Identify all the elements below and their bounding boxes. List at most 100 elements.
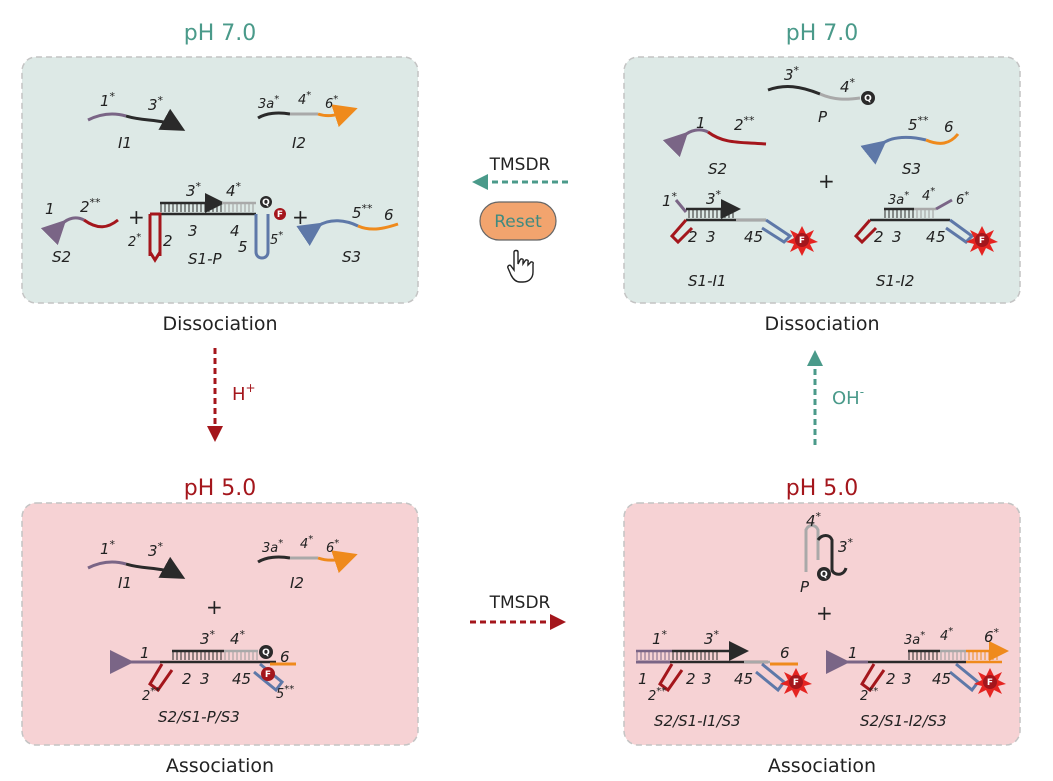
s3-name: S3 bbox=[342, 248, 361, 266]
cp-domain-2: 2 bbox=[182, 670, 192, 688]
s1p-domain-4: 4 bbox=[230, 222, 240, 240]
panel-bottom-left-state: Association bbox=[166, 755, 274, 777]
svg-text:F: F bbox=[799, 236, 805, 246]
s1p-domain-3: 3 bbox=[188, 222, 198, 240]
cp-domain-5ss: 5** bbox=[276, 684, 294, 702]
s3-domain-5: 5** bbox=[352, 202, 373, 222]
s1p-domain-5star: 5* bbox=[270, 230, 283, 248]
ci2-domain-6: 6* bbox=[984, 626, 1000, 646]
s1i1-domain-3star: 3* bbox=[706, 188, 722, 208]
complex-i1-name: S2/S1-I1/S3 bbox=[654, 712, 741, 730]
panel-top-left-ph: pH 7.0 bbox=[184, 21, 257, 46]
quencher-icon bbox=[260, 196, 272, 208]
strand-i2-bottom: 3a* 4* 6* I2 bbox=[257, 534, 358, 592]
i1b-domain-1: 1* bbox=[100, 538, 116, 558]
i1b-name: I1 bbox=[118, 574, 132, 592]
s1i1-domain-45: 45 bbox=[744, 228, 763, 246]
svg-text:F: F bbox=[793, 678, 799, 688]
strand-s3-top: 5** 6 S3 bbox=[296, 202, 399, 266]
svg-text:F: F bbox=[277, 210, 283, 220]
tmsdr-top-label: TMSDR bbox=[489, 155, 551, 175]
svg-text:Q: Q bbox=[820, 570, 828, 580]
strand-p-hairpin: Q 4* 3* P bbox=[800, 510, 854, 596]
complex-s2-s1i2-s3: F 1 3a* 4* 6* 2 3 45 2** S2/S1-I2/S3 bbox=[826, 626, 1009, 730]
panel-bottom-left-ph: pH 5.0 bbox=[184, 476, 257, 501]
plus-sign: + bbox=[292, 205, 309, 229]
p-domain-3: 3* bbox=[784, 64, 800, 84]
s1i2-domain-3a: 3a* bbox=[888, 190, 909, 208]
plus-sign: + bbox=[816, 601, 833, 625]
ci2-domain-2: 2 bbox=[886, 670, 896, 688]
panel-bottom-right bbox=[623, 502, 1021, 746]
fluorophore-icon bbox=[795, 233, 809, 247]
cp-domain-2ss: 2** bbox=[142, 686, 160, 704]
hand-pointer-icon bbox=[507, 249, 534, 283]
s1i2-domain-4: 4* bbox=[922, 186, 935, 204]
s2-domain-2: 2** bbox=[80, 196, 101, 216]
ci2-domain-45: 45 bbox=[932, 670, 951, 688]
i1b-domain-3: 3* bbox=[148, 540, 164, 560]
complex-s1-i2: F 3a* 4* 6* 2 3 4 5 S1-I2 bbox=[853, 186, 998, 290]
strand-s2-top: 1 2** S2 bbox=[40, 196, 119, 266]
tmsdr-arrow-bottom: TMSDR bbox=[470, 593, 566, 630]
p-name: P bbox=[818, 108, 828, 126]
svg-text:F: F bbox=[265, 670, 271, 680]
p-domain-4: 4* bbox=[840, 76, 856, 96]
s1i2-domain-5: 5 bbox=[936, 228, 946, 246]
strand-p-free: Q 3* 4* P bbox=[767, 64, 875, 126]
fluorophore-icon bbox=[975, 233, 989, 247]
i1-domain-1: 1* bbox=[100, 90, 116, 110]
panel-bottom-right-ph: pH 5.0 bbox=[786, 476, 859, 501]
s2r-name: S2 bbox=[708, 160, 727, 178]
panel-top-right-state: Dissociation bbox=[764, 313, 879, 335]
s3-domain-6: 6 bbox=[384, 206, 394, 224]
fluorophore-icon bbox=[789, 675, 803, 689]
i2-name: I2 bbox=[292, 134, 306, 152]
ci2-domain-4: 4* bbox=[940, 626, 953, 644]
s2-name: S2 bbox=[52, 248, 71, 266]
s3r-domain-5: 5** bbox=[908, 114, 929, 134]
cp-domain-1: 1 bbox=[140, 644, 150, 662]
s3r-domain-6: 6 bbox=[944, 118, 954, 136]
ci1-domain-45: 45 bbox=[734, 670, 753, 688]
svg-text:Q: Q bbox=[262, 648, 270, 658]
fluorophore-icon bbox=[274, 208, 286, 220]
quencher-icon bbox=[259, 645, 273, 659]
s1i2-domain-4b: 4 bbox=[926, 228, 936, 246]
cp-domain-3star: 3* bbox=[200, 628, 216, 648]
svg-text:Q: Q bbox=[864, 94, 872, 104]
tmsdr-bottom-label: TMSDR bbox=[489, 593, 551, 613]
quencher-icon bbox=[861, 91, 875, 105]
ph-domain-4: 4* bbox=[806, 510, 822, 530]
s2r-domain-1: 1 bbox=[696, 114, 706, 132]
i2b-domain-4: 4* bbox=[300, 534, 313, 552]
strand-s3-right: 5** 6 S3 bbox=[860, 114, 960, 178]
i2-domain-4: 4* bbox=[298, 90, 311, 108]
s1p-domain-3star: 3* bbox=[186, 180, 202, 200]
panel-top-right-ph: pH 7.0 bbox=[786, 21, 859, 46]
s1p-name: S1-P bbox=[188, 250, 222, 268]
s2-domain-1: 1 bbox=[45, 200, 55, 218]
ph-domain-3: 3* bbox=[838, 536, 854, 556]
s1i2-domain-2: 2 bbox=[874, 228, 884, 246]
s1i2-domain-6: 6* bbox=[956, 190, 969, 208]
reset-button-label: Reset bbox=[494, 212, 542, 232]
complex-p-name: S2/S1-P/S3 bbox=[158, 708, 240, 726]
h-plus-arrow: H+ bbox=[207, 348, 256, 442]
s1p-domain-2star: 2* bbox=[128, 232, 141, 250]
ci2-domain-2ss: 2** bbox=[860, 686, 878, 704]
ci1-domain-1star: 1* bbox=[652, 628, 668, 648]
s1i1-domain-1: 1* bbox=[662, 190, 678, 210]
strand-i1-bottom: 1* 3* I1 bbox=[87, 538, 186, 592]
i2-domain-6: 6* bbox=[325, 94, 338, 112]
s1p-domain-5: 5 bbox=[238, 238, 248, 256]
fluorophore-icon bbox=[261, 667, 275, 681]
ci2-domain-1: 1 bbox=[848, 644, 858, 662]
panel-top-left-state: Dissociation bbox=[162, 313, 277, 335]
cp-domain-3: 3 bbox=[200, 670, 210, 688]
reset-button[interactable]: Reset bbox=[479, 201, 557, 241]
tmsdr-arrow-top: TMSDR bbox=[472, 155, 568, 190]
i2b-domain-3a: 3a* bbox=[262, 538, 283, 556]
strand-s2-right: 1 2** S2 bbox=[662, 114, 767, 178]
complex-s1-i1: F 1* 3* 2 3 45 S1-I1 bbox=[662, 188, 818, 290]
